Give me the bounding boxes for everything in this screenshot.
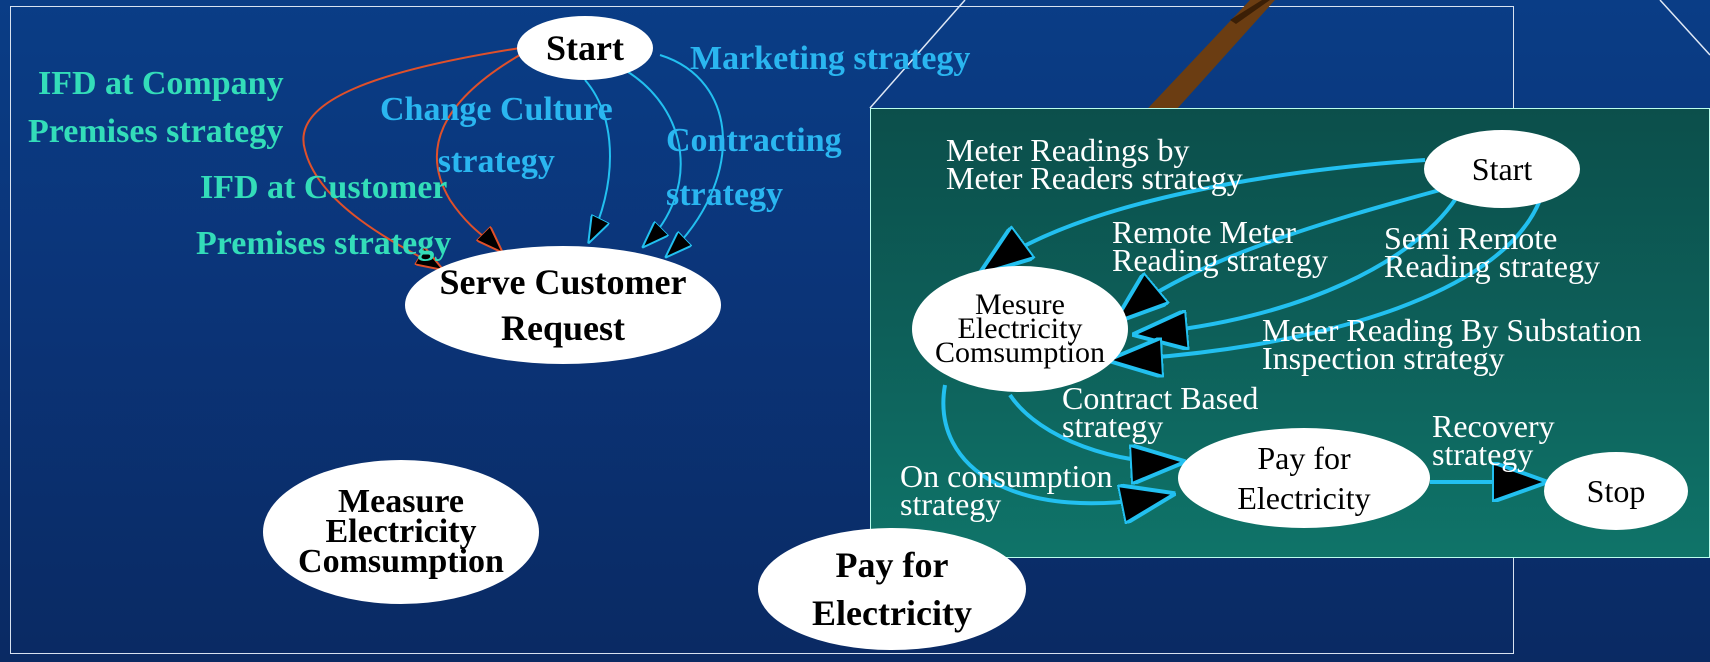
marketing-arrow: [659, 54, 724, 255]
contract-based-arrow: [1008, 393, 1178, 462]
on-consumption-arrow: [941, 384, 1168, 503]
ifd-company-arrow: [302, 47, 521, 268]
stop-node: Stop: [1544, 452, 1688, 530]
ifd-customer-arrow: [435, 51, 526, 250]
semi-remote-arrow: [1115, 199, 1542, 360]
marketing-label: Marketing strategy: [690, 40, 971, 77]
right-start-node: Start: [1424, 130, 1580, 208]
change-culture-arrow: [584, 79, 611, 240]
contracting-arrow: [624, 69, 682, 245]
start-node: Start: [517, 16, 653, 80]
remote-reading-arrow: [1120, 188, 1441, 318]
meter-readers-arrow: [985, 158, 1426, 270]
substation-arrow: [1140, 190, 1462, 334]
